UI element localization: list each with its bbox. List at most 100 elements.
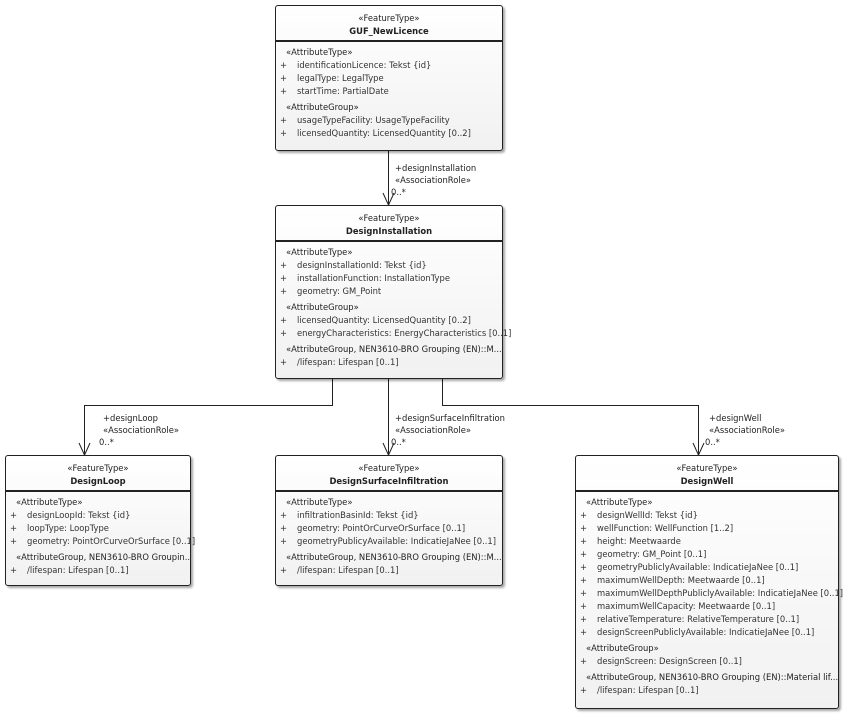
attribute[interactable]: +usageTypeFacility: UsageTypeFacility: [276, 114, 502, 127]
attribute[interactable]: +legalType: LegalType: [276, 72, 502, 85]
attribute-text: geometry: GM_Point: [297, 286, 382, 296]
attribute-text: usageTypeFacility: UsageTypeFacility: [297, 115, 450, 125]
group-stereotype: «AttributeGroup, NEN3610-BRO Grouping (E…: [286, 344, 502, 354]
class-name: DesignSurfaceInfiltration: [329, 476, 449, 486]
attribute-text: geometry: PointOrCurveOrSurface [0..1]: [27, 536, 196, 546]
attribute[interactable]: +designWellId: Tekst {id}: [576, 509, 838, 522]
attribute[interactable]: +installationFunction: InstallationType: [276, 272, 502, 285]
attribute-group: «AttributeType»+designInstallationId: Te…: [276, 246, 502, 298]
visibility-marker: +: [280, 328, 288, 338]
attribute-text: wellFunction: WellFunction [1..2]: [597, 523, 734, 533]
class-header: «FeatureType»DesignWell: [576, 456, 838, 492]
class-attributes: «AttributeType»+designWellId: Tekst {id}…: [576, 492, 843, 697]
attribute-group: «AttributeGroup, NEN3610-BRO Grouping (E…: [276, 551, 502, 577]
attribute[interactable]: +loopType: LoopType: [6, 522, 190, 535]
role-stereotype: «AssociationRole»: [103, 425, 179, 435]
attribute[interactable]: + geometryPubliclyAvailable: IndicatieJaN…: [576, 561, 838, 574]
attribute[interactable]: + /lifespan: Lifespan [0..1]: [576, 684, 838, 697]
multiplicity: 0..*: [705, 437, 720, 447]
visibility-marker: +: [10, 510, 18, 520]
group-stereotype: «AttributeType»: [286, 47, 353, 57]
attribute[interactable]: +designLoopId: Tekst {id}: [6, 509, 190, 522]
visibility-marker: +: [580, 614, 588, 624]
attribute[interactable]: +wellFunction: WellFunction [1..2]: [576, 522, 838, 535]
attribute-group: «AttributeGroup»+licensedQuantity: Licen…: [276, 301, 511, 340]
class-attributes: «AttributeType»+infiltrationBasinId: Tek…: [276, 492, 502, 577]
attribute-group: «AttributeGroup, NEN3610-BRO Grouping (E…: [576, 671, 838, 697]
attribute-text: geometry: PointOrCurveOrSurface [0..1]: [297, 523, 466, 533]
association-label: +designLoop «AssociationRole» 0..*: [99, 412, 179, 448]
visibility-marker: +: [280, 357, 288, 367]
attribute[interactable]: +maximumWellDepthPubliclyAvailable: Indi…: [576, 587, 843, 600]
attribute[interactable]: + maximumWellCapacity: Meetwaarde [0..1]: [576, 600, 838, 613]
class-name: DesignWell: [680, 476, 734, 486]
attribute[interactable]: +licensedQuantity: LicensedQuantity [0..…: [276, 127, 502, 140]
visibility-marker: +: [280, 286, 288, 296]
visibility-marker: +: [280, 273, 288, 283]
association-label: +designSurfaceInfiltration «AssociationRo…: [391, 412, 505, 448]
attribute[interactable]: +infiltrationBasinId: Tekst {id}: [276, 509, 502, 522]
group-stereotype: «AttributeGroup, NEN3610-BRO Grouping (E…: [586, 672, 838, 682]
class-name: DesignLoop: [70, 476, 126, 486]
class-designinstallation[interactable]: «FeatureType»DesignInstallation «Attribut…: [275, 205, 511, 379]
attribute[interactable]: +/lifespan: Lifespan [0..1]: [276, 564, 502, 577]
attribute[interactable]: + designInstallationId: Tekst {id}: [276, 259, 502, 272]
multiplicity: 0..*: [391, 187, 406, 197]
group-stereotype: «AttributeGroup»: [586, 643, 659, 653]
visibility-marker: +: [580, 685, 588, 695]
class-designsurfaceinfiltration[interactable]: «FeatureType» DesignSurfaceInfiltration «A…: [275, 455, 503, 586]
attribute[interactable]: +maximumWellDepth: Meetwaarde [0..1]: [576, 574, 838, 587]
class-attributes: «AttributeType»+identificationLicence: T…: [276, 42, 502, 140]
attribute[interactable]: +geometry: GM_Point [0..1]: [576, 548, 838, 561]
role-stereotype: «AssociationRole»: [395, 175, 471, 185]
visibility-marker: +: [580, 601, 588, 611]
role-name: +designLoop: [103, 413, 158, 423]
attribute-group: «AttributeGroup» + designScreen: DesignScr…: [576, 642, 838, 668]
attribute[interactable]: + designScreenPubliclyAvailable: Indicati…: [576, 626, 838, 639]
visibility-marker: +: [580, 562, 588, 572]
attribute-text: designInstallationId: Tekst {id}: [297, 260, 427, 270]
attribute[interactable]: +identificationLicence: Tekst {id}: [276, 59, 502, 72]
class-designloop[interactable]: «FeatureType»DesignLoop«AttributeType»+d…: [5, 455, 195, 586]
attribute[interactable]: + designScreen: DesignScreen [0..1]: [576, 655, 838, 668]
attribute-text: identificationLicence: Tekst {id}: [297, 60, 432, 70]
attribute-text: legalType: LegalType: [297, 73, 384, 83]
visibility-marker: +: [280, 510, 288, 520]
role-name: +designWell: [709, 413, 762, 423]
attribute[interactable]: +licensedQuantity: LicensedQuantity [0..…: [276, 314, 502, 327]
attribute[interactable]: +/lifespan: Lifespan [0..1]: [276, 356, 502, 369]
visibility-marker: +: [580, 575, 588, 585]
role-name: +designInstallation: [395, 163, 477, 173]
visibility-marker: +: [10, 536, 18, 546]
attribute[interactable]: +relativeTemperature: RelativeTemperatur…: [576, 613, 838, 626]
attribute-text: /lifespan: Lifespan [0..1]: [597, 685, 699, 695]
attribute[interactable]: +height: Meetwaarde: [576, 535, 838, 548]
visibility-marker: +: [280, 128, 288, 138]
class-attributes: «AttributeType»+designInstallationId: Te…: [276, 242, 511, 369]
attribute[interactable]: + geometry: PointOrCurveOrSurface [0..1]: [6, 535, 195, 548]
class-stereotype: «FeatureType»: [358, 463, 420, 473]
visibility-marker: +: [580, 627, 588, 637]
attribute[interactable]: +energyCharacteristics: EnergyCharacteri…: [276, 327, 511, 340]
attribute[interactable]: +geometry: PointOrCurveOrSurface [0..1]: [276, 522, 502, 535]
attribute[interactable]: +geometryPublicyAvailable: IndicatieJaNe…: [276, 535, 502, 548]
role-stereotype: «AssociationRole»: [395, 425, 471, 435]
attribute-text: maximumWellCapacity: Meetwaarde [0..1]: [597, 601, 776, 611]
multiplicity: 0..*: [99, 437, 114, 447]
visibility-marker: +: [280, 260, 288, 270]
attribute-group: «AttributeType»+infiltrationBasinId: Tek…: [276, 496, 502, 548]
class-designwell[interactable]: «FeatureType»DesignWell«AttributeType»+d…: [575, 455, 843, 709]
class-guf_newlicence[interactable]: «FeatureType»GUF_NewLicence«AttributeTyp…: [275, 5, 503, 151]
attribute-text: geometryPubliclyAvailable: IndicatieJaNe…: [597, 562, 799, 572]
attribute[interactable]: +startTime: PartialDate: [276, 85, 502, 98]
attribute-text: designScreen: DesignScreen [0..1]: [597, 656, 742, 666]
attribute[interactable]: +/lifespan: Lifespan [0..1]: [6, 564, 190, 577]
attribute-text: designScreenPubliclyAvailable: Indicatie…: [597, 627, 815, 637]
class-header: «FeatureType»DesignInstallation: [276, 206, 502, 242]
attribute[interactable]: + geometry: GM_Point: [276, 285, 502, 298]
association-label: +designInstallation «AssociationRole» 0..*: [391, 162, 477, 198]
attribute-group: «AttributeType» +identificationLicence: T…: [276, 46, 502, 98]
association-line-designwell: [442, 378, 699, 455]
role-name: +designSurfaceInfiltration: [395, 413, 505, 423]
visibility-marker: +: [580, 656, 588, 666]
